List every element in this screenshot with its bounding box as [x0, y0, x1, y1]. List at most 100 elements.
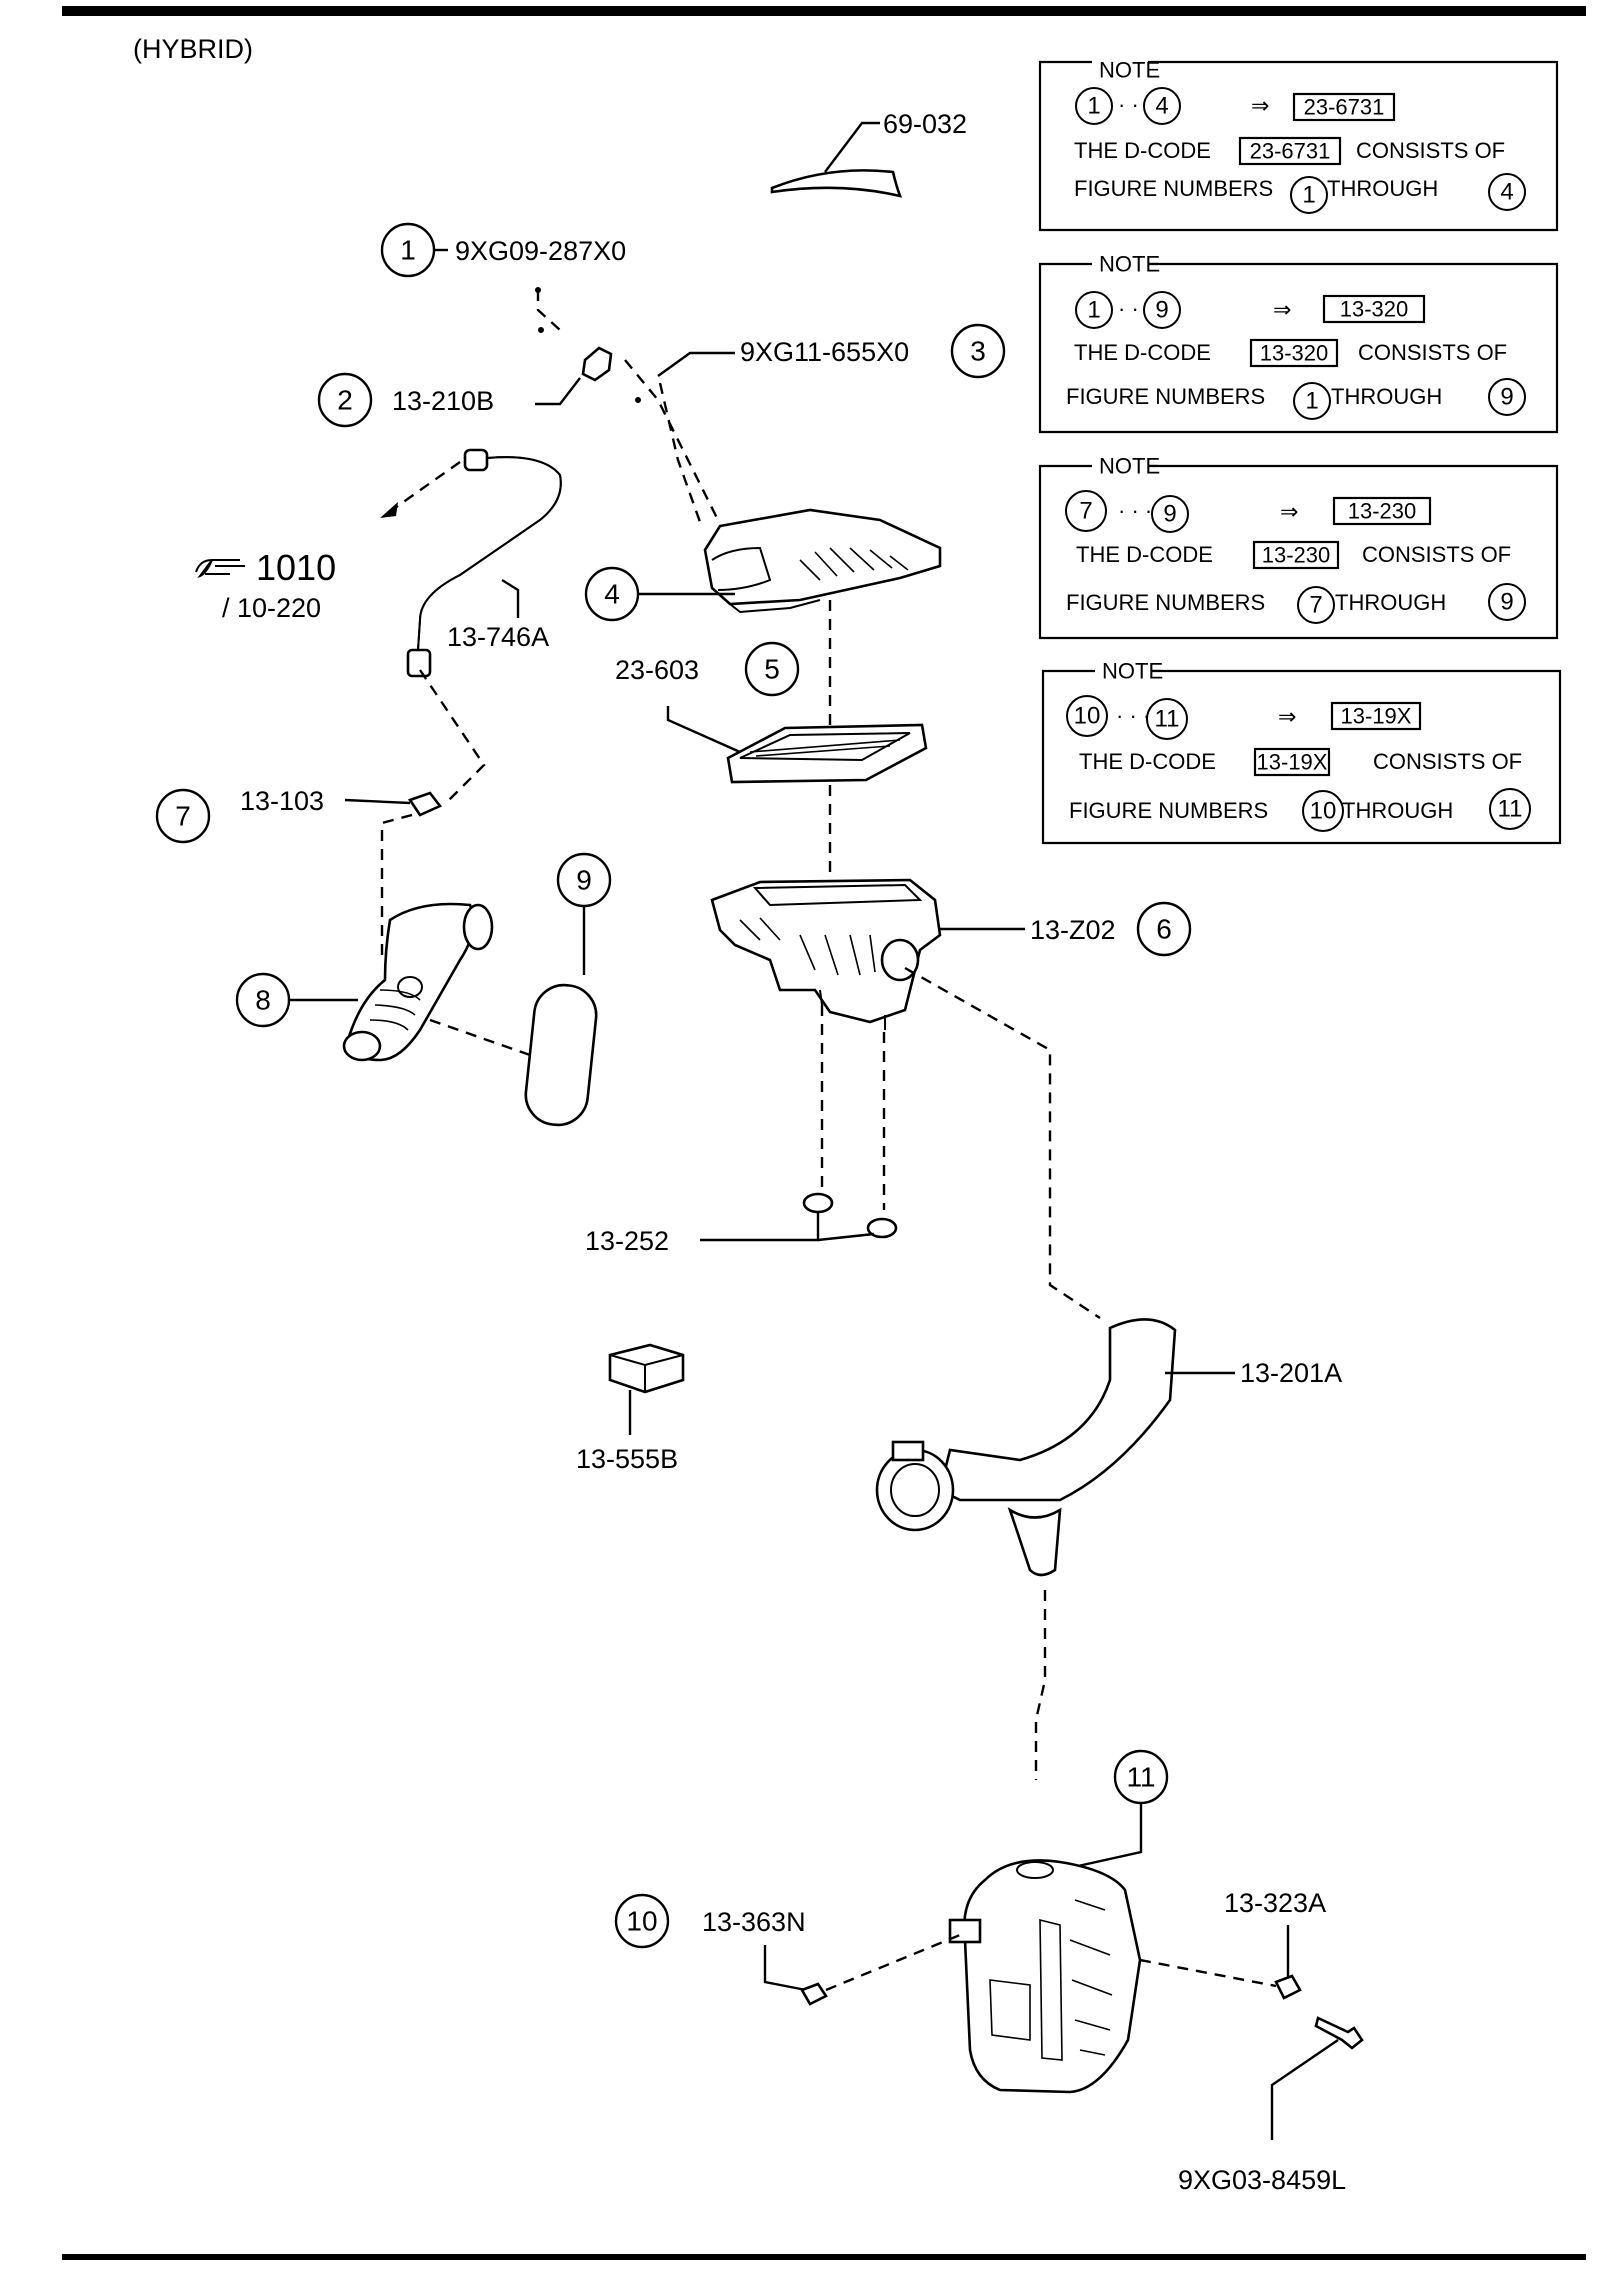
air-cleaner-cover — [703, 508, 942, 614]
svg-text:THROUGH: THROUGH — [1342, 798, 1453, 823]
svg-text:4: 4 — [604, 579, 620, 610]
svg-text:1: 1 — [1305, 388, 1318, 415]
air-cleaner-case — [710, 878, 942, 1030]
svg-text:NOTE: NOTE — [1099, 252, 1160, 277]
label-13-746A: 13-746A — [447, 622, 549, 652]
svg-text:23-6731: 23-6731 — [1304, 95, 1385, 120]
hybrid-label: (HYBRID) — [133, 34, 253, 64]
svg-text:3: 3 — [970, 336, 986, 367]
svg-text:· · ·: · · · — [1118, 498, 1152, 523]
label-23-603: 23-603 — [615, 655, 699, 685]
svg-text:5: 5 — [764, 654, 780, 685]
label-9XG11-655X0: 9XG11-655X0 — [740, 337, 909, 367]
svg-text:NOTE: NOTE — [1099, 454, 1160, 479]
svg-text:⇒: ⇒ — [1273, 297, 1291, 322]
label-13-Z02: 13-Z02 — [1030, 915, 1116, 945]
note-box-4: NOTE 10 · · · 11 ⇒ 13-19X THE D-CODE 13-… — [1041, 659, 1562, 845]
air-filter — [726, 723, 928, 784]
svg-text:7: 7 — [175, 801, 191, 832]
svg-text:THE D-CODE: THE D-CODE — [1076, 542, 1213, 567]
svg-text:6: 6 — [1156, 914, 1172, 945]
label-13-363N: 13-363N — [702, 1907, 806, 1937]
svg-text:7: 7 — [1079, 498, 1092, 525]
note-box-2: NOTE 1 · · · 9 ⇒ 13-320 THE D-CODE 13-32… — [1038, 252, 1559, 434]
resonator-11 — [948, 1859, 1142, 2094]
svg-text:1: 1 — [1087, 297, 1100, 324]
svg-text:2: 2 — [337, 385, 353, 416]
callout-7 — [155, 788, 211, 844]
svg-text:CONSISTS OF: CONSISTS OF — [1373, 749, 1522, 774]
svg-text:9: 9 — [1155, 297, 1168, 324]
svg-text:1: 1 — [1087, 93, 1100, 120]
svg-text:CONSISTS OF: CONSISTS OF — [1362, 542, 1511, 567]
svg-text:10: 10 — [1074, 703, 1101, 730]
svg-text:10: 10 — [1310, 798, 1337, 825]
svg-text:· · ·: · · · — [1116, 703, 1150, 728]
svg-text:FIGURE NUMBERS: FIGURE NUMBERS — [1066, 384, 1265, 409]
svg-text:THROUGH: THROUGH — [1331, 384, 1442, 409]
pointing-hand-icon — [195, 559, 245, 578]
svg-text:FIGURE NUMBERS: FIGURE NUMBERS — [1066, 590, 1265, 615]
svg-text:NOTE: NOTE — [1102, 659, 1163, 684]
label-13-103: 13-103 — [240, 786, 324, 816]
bolt-9XG03-8459L — [1314, 2016, 1364, 2050]
grommet-a — [802, 1192, 834, 1214]
top-rule — [62, 6, 1586, 16]
reference-10-220[interactable]: / 10-220 — [222, 593, 321, 623]
svg-text:4: 4 — [1155, 93, 1168, 120]
svg-text:1: 1 — [400, 235, 416, 266]
svg-text:CONSISTS OF: CONSISTS OF — [1358, 340, 1507, 365]
label-13-210B: 13-210B — [392, 386, 494, 416]
label-13-252: 13-252 — [585, 1226, 669, 1256]
label-69-032: 69-032 — [883, 109, 967, 139]
svg-text:NOTE: NOTE — [1099, 58, 1160, 83]
svg-text:8: 8 — [255, 985, 271, 1016]
svg-text:7: 7 — [1309, 592, 1322, 619]
svg-text:THE D-CODE: THE D-CODE — [1074, 340, 1211, 365]
svg-text:11: 11 — [1498, 796, 1523, 823]
block-13-555B — [608, 1343, 685, 1394]
callout-3 — [950, 323, 1006, 379]
nut-13-323A — [1274, 1974, 1302, 2000]
fitting-13-103 — [407, 791, 443, 817]
svg-text:13-320: 13-320 — [1340, 297, 1409, 322]
label-9XG03-8459L: 9XG03-8459L — [1178, 2165, 1346, 2195]
reference-1010[interactable]: 1010 — [256, 547, 336, 588]
clip-13-210B — [581, 346, 613, 382]
air-duct-8 — [342, 902, 494, 1062]
svg-text:11: 11 — [1126, 1762, 1155, 1793]
bottom-rule — [62, 2254, 1586, 2260]
label-13-323A: 13-323A — [1224, 1888, 1326, 1918]
svg-text:CONSISTS OF: CONSISTS OF — [1356, 138, 1505, 163]
callout-10 — [614, 1893, 670, 1949]
svg-text:⇒: ⇒ — [1251, 93, 1269, 118]
svg-text:23-6731: 23-6731 — [1250, 139, 1331, 164]
label-9XG09-287X0: 9XG09-287X0 — [455, 236, 626, 266]
svg-text:THE D-CODE: THE D-CODE — [1074, 138, 1211, 163]
svg-text:⇒: ⇒ — [1278, 704, 1296, 729]
svg-text:THROUGH: THROUGH — [1327, 176, 1438, 201]
callout-5 — [744, 641, 800, 697]
note-box-3: NOTE 7 · · · 9 ⇒ 13-230 THE D-CODE 13-23… — [1038, 454, 1559, 640]
decal-69-032 — [770, 169, 903, 198]
svg-text:9: 9 — [1500, 589, 1513, 616]
svg-text:4: 4 — [1500, 179, 1513, 206]
note-box-1: NOTE 1 · · · 4 ⇒ 23-6731 THE D-CODE 23-6… — [1038, 58, 1559, 232]
svg-text:13-320: 13-320 — [1260, 341, 1329, 366]
svg-text:FIGURE NUMBERS: FIGURE NUMBERS — [1069, 798, 1268, 823]
grommet-13-363N — [800, 1982, 828, 2006]
callout-6 — [1136, 901, 1192, 957]
svg-text:10: 10 — [626, 1906, 657, 1937]
svg-text:11: 11 — [1155, 706, 1180, 733]
label-13-201A: 13-201A — [1240, 1358, 1342, 1388]
svg-text:9: 9 — [1500, 384, 1513, 411]
svg-text:1: 1 — [1302, 182, 1315, 209]
svg-text:9: 9 — [576, 865, 592, 896]
svg-text:⇒: ⇒ — [1280, 499, 1298, 524]
callout-2 — [317, 372, 373, 428]
grommet-b — [866, 1217, 898, 1239]
svg-text:13-230: 13-230 — [1348, 499, 1417, 524]
svg-text:THE D-CODE: THE D-CODE — [1079, 749, 1216, 774]
svg-text:13-19X: 13-19X — [1341, 704, 1412, 729]
svg-text:13-230: 13-230 — [1262, 543, 1331, 568]
